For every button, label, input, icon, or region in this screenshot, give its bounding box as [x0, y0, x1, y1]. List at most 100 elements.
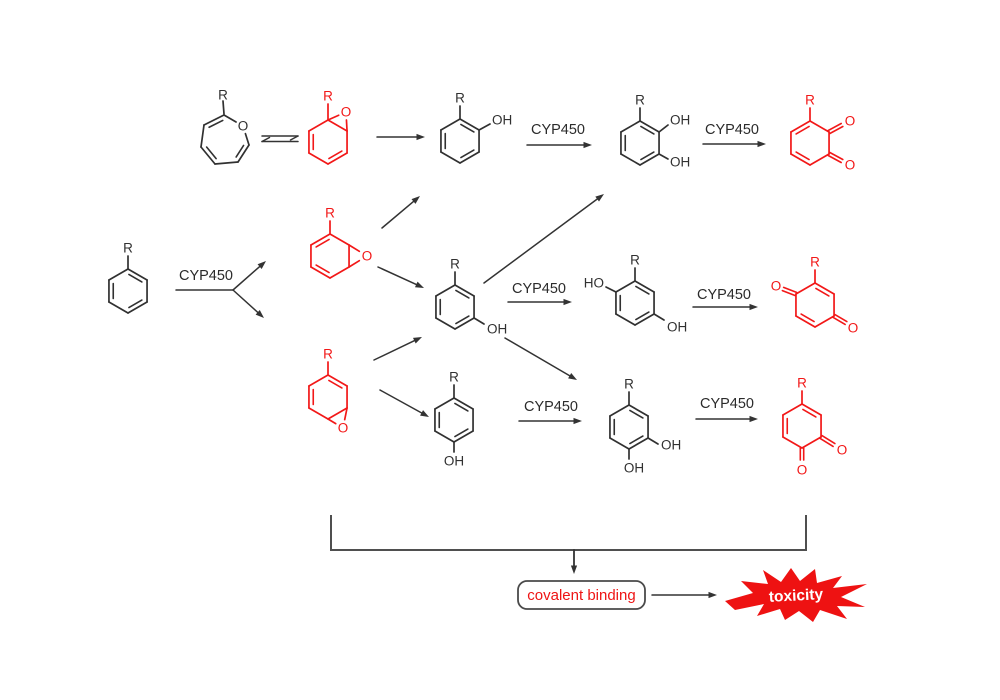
bond-line — [483, 197, 600, 284]
bond-line — [615, 313, 636, 326]
r-label: R — [323, 347, 333, 362]
bond-line — [329, 233, 350, 246]
bond-line — [345, 119, 348, 132]
bond-line — [829, 151, 844, 161]
arrow-head — [749, 415, 758, 423]
bond-line — [795, 315, 816, 328]
cyp450-label: CYP450 — [531, 122, 585, 138]
bond-line — [782, 436, 803, 449]
bond-line — [790, 153, 811, 166]
bond-line — [348, 259, 361, 268]
bond-line — [455, 289, 470, 299]
arrow-head — [420, 410, 429, 417]
bond-line — [454, 402, 469, 412]
oh-label: OH — [444, 454, 464, 469]
cyp450-label: CYP450 — [512, 281, 566, 297]
bond-line — [454, 317, 475, 330]
bond-line — [128, 273, 143, 283]
bond-line — [801, 436, 822, 449]
bond-line — [327, 119, 348, 132]
bond-line — [629, 409, 644, 419]
starburst-shape — [725, 568, 867, 622]
r-label: R — [797, 376, 807, 391]
bond-line — [222, 100, 225, 115]
bond-line — [440, 151, 461, 164]
r-label: R — [810, 255, 820, 270]
bond-line — [128, 299, 143, 309]
arrow-metaphenol-to-catechol — [483, 194, 604, 284]
bond-line — [127, 301, 148, 314]
bond-line — [460, 123, 475, 133]
bond-line — [327, 374, 348, 387]
bond-line — [434, 397, 455, 410]
bond-line — [108, 301, 129, 314]
bond-line — [261, 136, 271, 143]
bond-line — [214, 161, 239, 165]
bond-line — [223, 114, 237, 123]
bond-line — [459, 151, 480, 164]
o-label: O — [797, 463, 808, 478]
o-label: O — [837, 443, 848, 458]
toxicity-label: toxicity — [768, 586, 823, 606]
bond-line — [454, 428, 469, 438]
bond-line — [232, 289, 260, 315]
cyp450-step-4: CYP450 — [692, 287, 758, 311]
r-label: R — [805, 93, 815, 108]
bond-line — [827, 122, 842, 132]
bond-line — [795, 282, 816, 295]
cyp450-label: CYP450 — [697, 287, 751, 303]
bond-line — [328, 150, 343, 160]
bond-line — [635, 285, 650, 295]
bond-line — [379, 389, 425, 415]
arrow-head — [570, 565, 578, 574]
bond-line — [454, 284, 475, 297]
bond-line — [795, 151, 810, 161]
oxepine: RO — [200, 88, 250, 165]
covalent-binding-label: covalent binding — [527, 587, 635, 604]
substrate-arene: R — [108, 241, 148, 314]
arrow-metaphenol-to-catechol4 — [504, 337, 577, 380]
bond-line — [795, 125, 810, 135]
bond-line — [809, 153, 830, 166]
bond-line — [819, 437, 834, 448]
covalent-binding-outline — [517, 580, 646, 610]
bond-line — [327, 407, 348, 420]
arrow-head — [416, 133, 425, 141]
o-label: O — [362, 249, 373, 264]
bond-line — [834, 313, 848, 323]
bracket-line — [330, 515, 807, 551]
benzene-oxide-2-3: RO — [310, 206, 373, 279]
bond-line — [205, 146, 217, 160]
arrow-oxide12-to-orthophenol — [376, 133, 425, 141]
bond-line — [790, 120, 811, 133]
r-label: R — [323, 89, 333, 104]
bond-line — [634, 280, 655, 293]
bond-line — [815, 287, 830, 297]
arrow-to-toxicity — [651, 591, 717, 599]
arrow-oxide23-to-orthophenol — [381, 196, 420, 229]
bond-line — [381, 199, 416, 229]
o-label: O — [848, 321, 859, 336]
r-label: R — [624, 377, 634, 392]
bond-line — [615, 280, 636, 293]
bond-line — [327, 114, 340, 121]
bond-line — [235, 144, 245, 158]
toxicity-star: toxicity — [725, 568, 867, 622]
o-label: O — [845, 114, 856, 129]
para-quinone-2-R: ROO — [771, 255, 859, 336]
benzene-oxide-3-4: RO — [308, 347, 348, 436]
arrow-oxide34-to-paraphenol — [379, 389, 429, 417]
bond-line — [829, 125, 844, 135]
cyp450-step-1: CYP450 — [526, 122, 592, 149]
bond-line — [455, 315, 470, 325]
bond-line — [208, 119, 224, 129]
oh-label: OH — [661, 438, 681, 453]
cyp450-step-5: CYP450 — [518, 399, 582, 425]
bond-line — [634, 313, 655, 326]
bond-line — [478, 123, 491, 131]
bond-line — [459, 118, 480, 131]
bond-line — [373, 339, 417, 361]
bond-line — [504, 337, 573, 378]
